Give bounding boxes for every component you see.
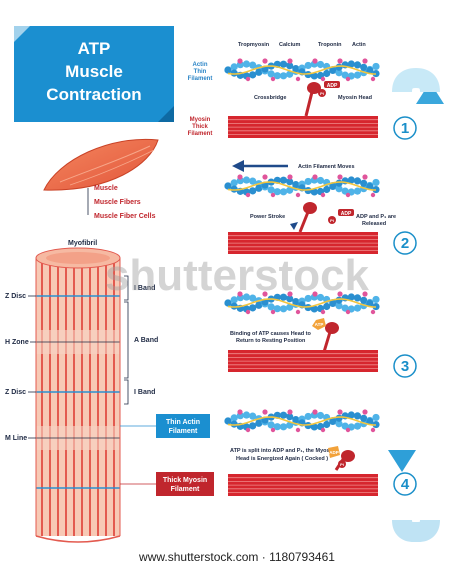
cycle-arrow bbox=[388, 67, 444, 542]
title-line-2: Muscle bbox=[65, 62, 123, 81]
myosin-head-3 bbox=[322, 322, 339, 353]
adp-marker-2: ADP bbox=[338, 209, 354, 217]
i-band-top-label: I Band bbox=[134, 285, 155, 292]
thick-box-line-1: Thick Myosin bbox=[163, 477, 207, 484]
svg-text:1: 1 bbox=[401, 120, 409, 137]
actin-filament-3 bbox=[224, 291, 380, 315]
actin-filament-2 bbox=[224, 174, 380, 198]
actin-moves-label: Actin Filament Moves bbox=[298, 164, 355, 170]
muscle-illustration bbox=[43, 138, 159, 215]
panel-4: ATP is split into ADP and P₁, the Myosin… bbox=[224, 409, 380, 496]
actin-thin-filament-label-3: Filament bbox=[188, 76, 213, 82]
released-label-1: ADP and P₁ are bbox=[356, 214, 396, 220]
footer-bar bbox=[0, 546, 474, 567]
thick-box-line-2: Filament bbox=[171, 486, 200, 493]
myosin-thick-filament-label-1: Myosin bbox=[190, 117, 211, 123]
panel-2: Actin Filament Moves Power Stroke ADP Pi… bbox=[224, 160, 396, 254]
h-zone-label: H Zone bbox=[5, 339, 29, 346]
actin-filament-1 bbox=[224, 58, 380, 82]
power-stroke-label: Power Stroke bbox=[250, 214, 285, 220]
a-band: A Band bbox=[124, 301, 158, 379]
watermark-text: shutterstock bbox=[105, 251, 370, 300]
actin-moves-arrow bbox=[232, 160, 288, 172]
z-disc-top-label: Z Disc bbox=[5, 293, 26, 300]
tropomyosin-label: Tropmyosin bbox=[238, 42, 270, 48]
a-band-label: A Band bbox=[134, 337, 158, 344]
z-disc-bottom: Z Disc bbox=[5, 389, 36, 396]
pi-marker-2: Pi bbox=[328, 216, 336, 224]
pi-marker-4: Pi bbox=[338, 460, 346, 468]
muscle-fiber-cells-label: Muscle Fiber Cells bbox=[94, 213, 156, 220]
svg-text:4: 4 bbox=[401, 476, 410, 493]
title-line-3: Contraction bbox=[46, 85, 141, 104]
crossbridge-label: Crossbridge bbox=[254, 95, 286, 101]
actin-thin-filament-label-1: Actin bbox=[193, 62, 208, 68]
muscle-label: Muscle bbox=[94, 185, 118, 192]
panel-1: Tropmyosin Calcium Troponin Actin Actin … bbox=[188, 42, 380, 138]
cycle-step-4: 4 bbox=[393, 472, 417, 496]
z-disc-top: Z Disc bbox=[5, 293, 36, 300]
cycle-step-3: 3 bbox=[393, 354, 417, 378]
split-label-2: Head is Energized Again ( Cocked ) bbox=[236, 456, 328, 462]
title-line-1: ATP bbox=[78, 39, 111, 58]
svg-text:2: 2 bbox=[401, 235, 409, 252]
myosin-head-2 bbox=[290, 202, 317, 233]
svg-text:ATP: ATP bbox=[315, 322, 324, 327]
svg-text:Pi: Pi bbox=[330, 218, 334, 223]
svg-text:3: 3 bbox=[401, 358, 409, 375]
myofibril-label: Myofibril bbox=[68, 240, 97, 247]
actin-filament-4 bbox=[224, 409, 380, 433]
split-label-1: ATP is split into ADP and P₁, the Myosin bbox=[230, 448, 335, 454]
h-zone: H Zone bbox=[5, 339, 36, 346]
cycle-step-2: 2 bbox=[393, 231, 417, 255]
myosin-filament-3 bbox=[228, 350, 378, 372]
troponin-label: Troponin bbox=[318, 42, 342, 48]
thick-myosin-filament-box: Thick Myosin Filament bbox=[120, 472, 214, 496]
myosin-filament-4 bbox=[228, 474, 378, 496]
title-card: ATP Muscle Contraction bbox=[14, 26, 174, 122]
muscle-fibers-label: Muscle Fibers bbox=[94, 199, 141, 206]
cycle-step-1: 1 bbox=[393, 116, 417, 140]
released-label-2: Released bbox=[362, 221, 386, 227]
m-line: M Line bbox=[5, 435, 36, 442]
svg-text:Pi: Pi bbox=[320, 91, 324, 96]
myofibril-cylinder bbox=[35, 247, 121, 543]
z-disc-bottom-label: Z Disc bbox=[5, 389, 26, 396]
atp-marker-3: ATP bbox=[312, 318, 326, 330]
myosin-filament-2 bbox=[228, 232, 378, 254]
svg-text:ADP: ADP bbox=[329, 450, 339, 455]
myosin-thick-filament-label-2: Thick bbox=[192, 124, 208, 130]
pi-marker-1: Pi bbox=[318, 89, 326, 97]
myosin-filament-1 bbox=[228, 116, 378, 138]
svg-text:Pi: Pi bbox=[340, 462, 344, 467]
myosin-head-1 bbox=[304, 82, 321, 117]
thin-actin-filament-box: Thin Actin Filament bbox=[120, 414, 210, 438]
i-band-bottom: I Band bbox=[124, 379, 155, 405]
i-band-bottom-label: I Band bbox=[134, 389, 155, 396]
adp-marker-4: ADP bbox=[328, 446, 340, 458]
myosin-thick-filament-label-3: Filament bbox=[188, 131, 213, 137]
footer-text: www.shutterstock.com · 1180793461 bbox=[138, 550, 335, 564]
thin-box-line-2: Filament bbox=[169, 428, 198, 435]
binding-label-2: Return to Resting Position bbox=[236, 338, 306, 344]
thin-box-line-1: Thin Actin bbox=[166, 419, 200, 426]
myosin-head-label: Myosin Head bbox=[338, 95, 372, 101]
panel-3: Binding of ATP causes Head to Return to … bbox=[224, 291, 380, 372]
m-line-label: M Line bbox=[5, 435, 27, 442]
binding-label-1: Binding of ATP causes Head to bbox=[230, 331, 312, 337]
i-band-top: I Band bbox=[124, 275, 155, 301]
calcium-label: Calcium bbox=[279, 42, 301, 48]
actin-label: Actin bbox=[352, 42, 366, 48]
adp-marker-1: ADP bbox=[324, 81, 340, 89]
svg-text:ADP: ADP bbox=[327, 83, 338, 89]
svg-text:ADP: ADP bbox=[341, 211, 352, 217]
actin-thin-filament-label-2: Thin bbox=[194, 69, 207, 75]
